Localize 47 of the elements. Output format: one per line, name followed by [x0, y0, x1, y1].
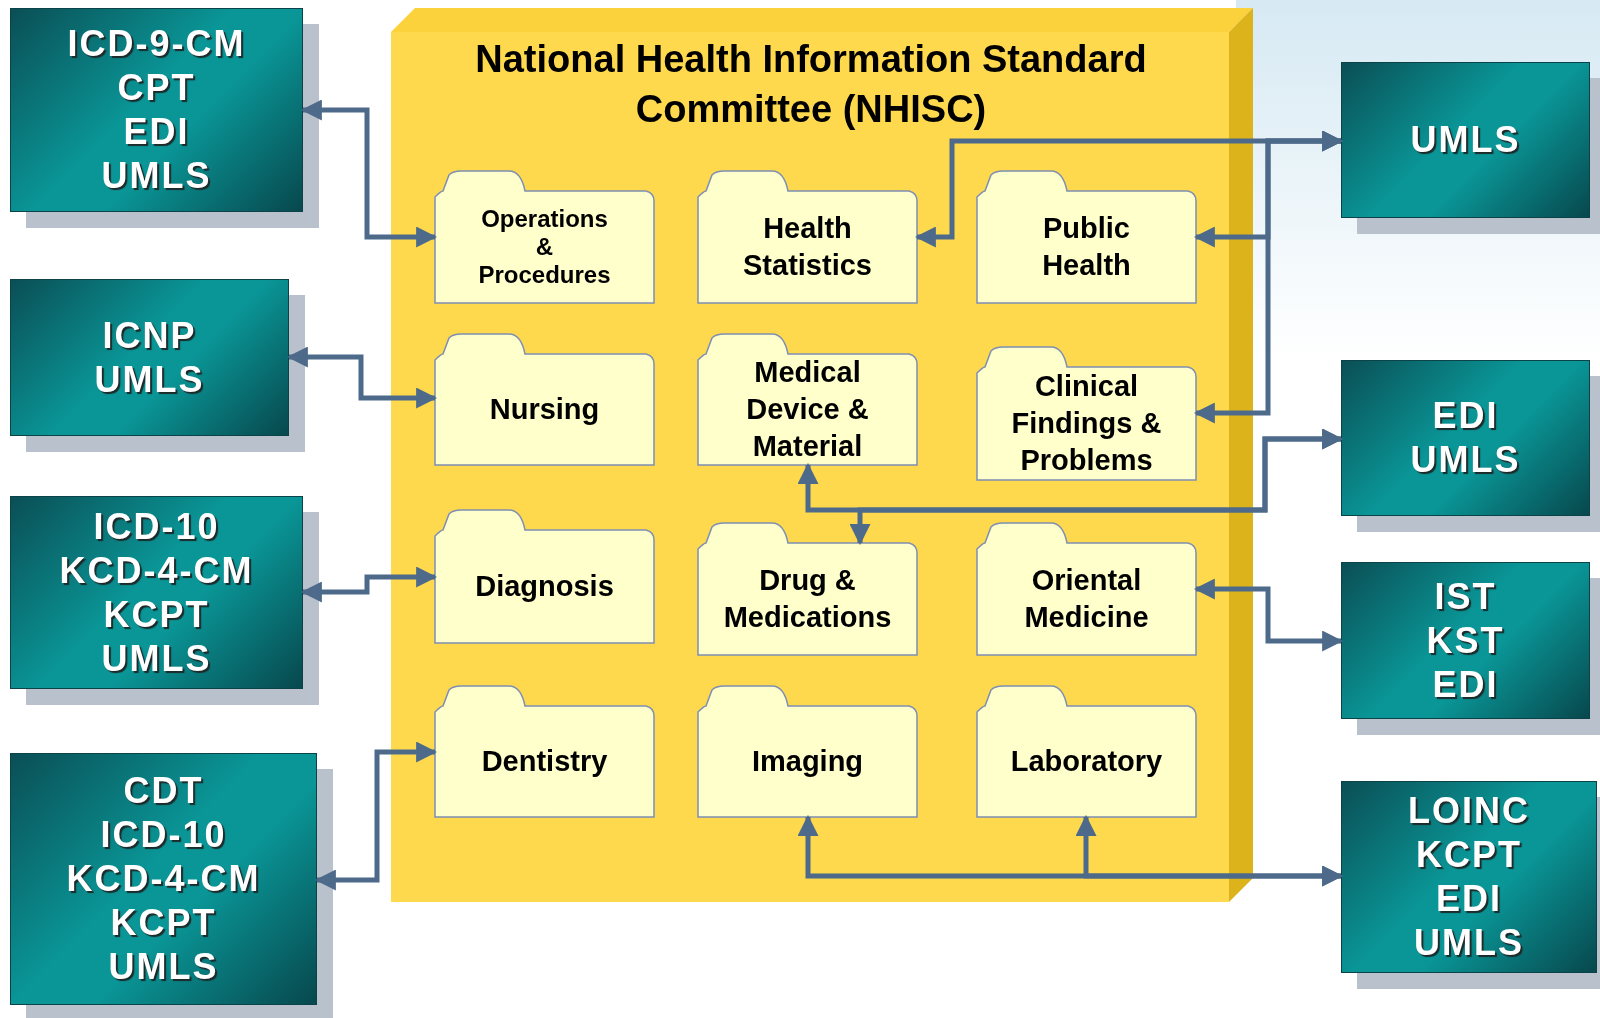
standard-code: CPT: [117, 66, 196, 110]
standard-code: UMLS: [94, 357, 205, 402]
connector-arrow: [300, 99, 438, 248]
standard-code: IST: [1434, 574, 1497, 619]
folder-label: Public Health: [1041, 211, 1132, 283]
folder-label: Laboratory: [1010, 744, 1163, 779]
connector-arrow: [1193, 130, 1344, 424]
standard-code: CDT: [123, 769, 204, 813]
committee-panel: [391, 8, 1253, 902]
folder-label: Oriental Medicine: [1023, 563, 1150, 635]
connector-arrow: [286, 346, 438, 409]
folder-label: Clinical Findings & Problems: [1010, 369, 1163, 478]
standard-code: KCPT: [103, 592, 210, 637]
standard-code: ICD-10: [100, 813, 227, 857]
folder-label: Diagnosis: [475, 569, 614, 604]
standard-code: UMLS: [101, 154, 212, 198]
standard-code: EDI: [1436, 877, 1502, 921]
standard-code: KCPT: [110, 901, 217, 945]
folder-label: Dentistry: [481, 744, 608, 779]
standard-code: ICD-9-CM: [67, 22, 246, 66]
connector-arrow: [849, 428, 1344, 546]
connector-arrow: [300, 566, 438, 603]
standard-code: UMLS: [108, 945, 219, 989]
standard-code: ICD-10: [93, 504, 220, 549]
folder-label: Imaging: [751, 744, 864, 779]
folder-label: Nursing: [489, 392, 600, 427]
standard-code: UMLS: [1414, 921, 1524, 965]
standard-code: EDI: [1432, 662, 1499, 707]
folder-label: Operations & Procedures: [477, 205, 612, 289]
standard-code: LOINC: [1408, 789, 1530, 833]
panel-title: National Health Information Standard Committee (NHISC): [474, 37, 1148, 132]
folder-label: Health Statistics: [742, 211, 873, 283]
standard-code: KST: [1426, 618, 1505, 663]
standard-code: KCD-4-CM: [59, 548, 254, 593]
standard-code: EDI: [1432, 394, 1499, 438]
standard-code: UMLS: [1410, 438, 1521, 482]
standard-code: ICNP: [102, 313, 197, 358]
folder-label: Medical Device & Material: [745, 355, 870, 464]
standard-code: UMLS: [1410, 118, 1521, 162]
connector-arrow: [314, 741, 438, 891]
connector-arrow: [1075, 814, 1344, 887]
standard-code: UMLS: [101, 636, 212, 681]
folder-label: Drug & Medications: [722, 563, 893, 635]
connector-arrow: [1193, 578, 1344, 652]
standard-code: KCD-4-CM: [66, 857, 261, 901]
standard-code: KCPT: [1416, 833, 1522, 877]
standard-code: EDI: [123, 110, 190, 154]
